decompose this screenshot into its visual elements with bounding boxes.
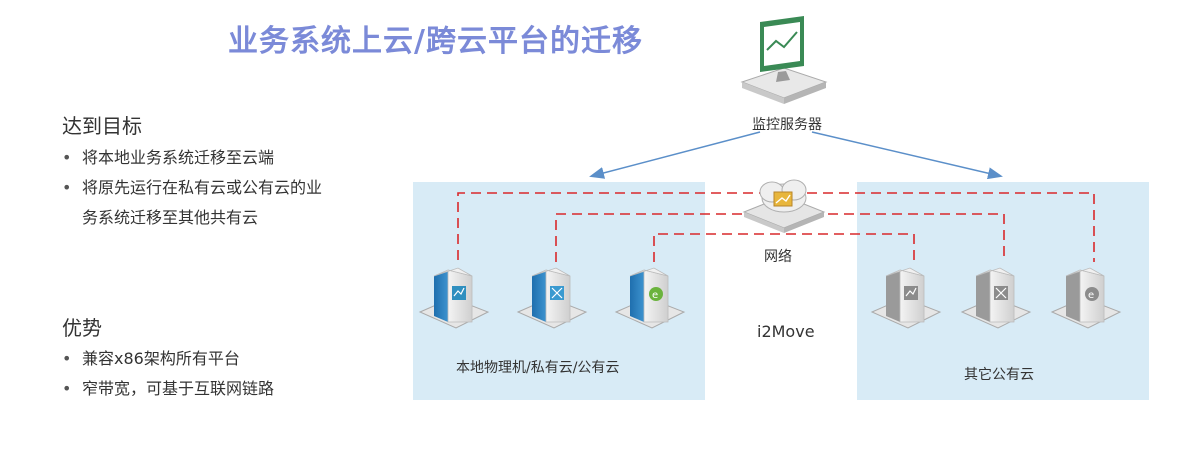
goals-heading: 达到目标	[62, 114, 142, 138]
cloud-server-3-icon: e	[1050, 267, 1122, 329]
advantages-heading: 优势	[62, 316, 102, 340]
goal-item-2: 将原先运行在私有云或公有云的业	[62, 173, 322, 203]
cloud-server-2-icon	[960, 267, 1032, 329]
arrow-to-left-panel	[589, 131, 761, 179]
network-label: 网络	[764, 249, 792, 265]
advantage-item-2: 窄带宽，可基于互联网链路	[62, 374, 274, 404]
goals-list: 将本地业务系统迁移至云端 将原先运行在私有云或公有云的业 务系统迁移至其他共有云	[62, 143, 322, 233]
goal-item-2-cont: 务系统迁移至其他共有云	[82, 208, 259, 227]
arrow-to-right-panel	[811, 131, 1003, 180]
left-panel-label: 本地物理机/私有云/公有云	[456, 360, 620, 376]
i2move-label: i2Move	[757, 322, 815, 341]
svg-text:e: e	[652, 290, 658, 301]
cloud-server-1-icon	[870, 267, 942, 329]
right-panel-label: 其它公有云	[964, 367, 1034, 383]
local-server-2-icon	[516, 267, 588, 329]
svg-text:e: e	[1088, 290, 1094, 301]
advantages-list: 兼容x86架构所有平台 窄带宽，可基于互联网链路	[62, 344, 274, 404]
goal-item-1: 将本地业务系统迁移至云端	[62, 143, 322, 173]
local-server-3-icon: e	[614, 267, 686, 329]
monitor-server-icon	[740, 16, 828, 104]
local-server-1-icon	[418, 267, 490, 329]
page-title: 业务系统上云/跨云平台的迁移	[228, 24, 643, 59]
monitor-server-label: 监控服务器	[752, 117, 822, 133]
network-cloud-icon	[742, 179, 826, 233]
advantage-item-1: 兼容x86架构所有平台	[62, 344, 274, 374]
